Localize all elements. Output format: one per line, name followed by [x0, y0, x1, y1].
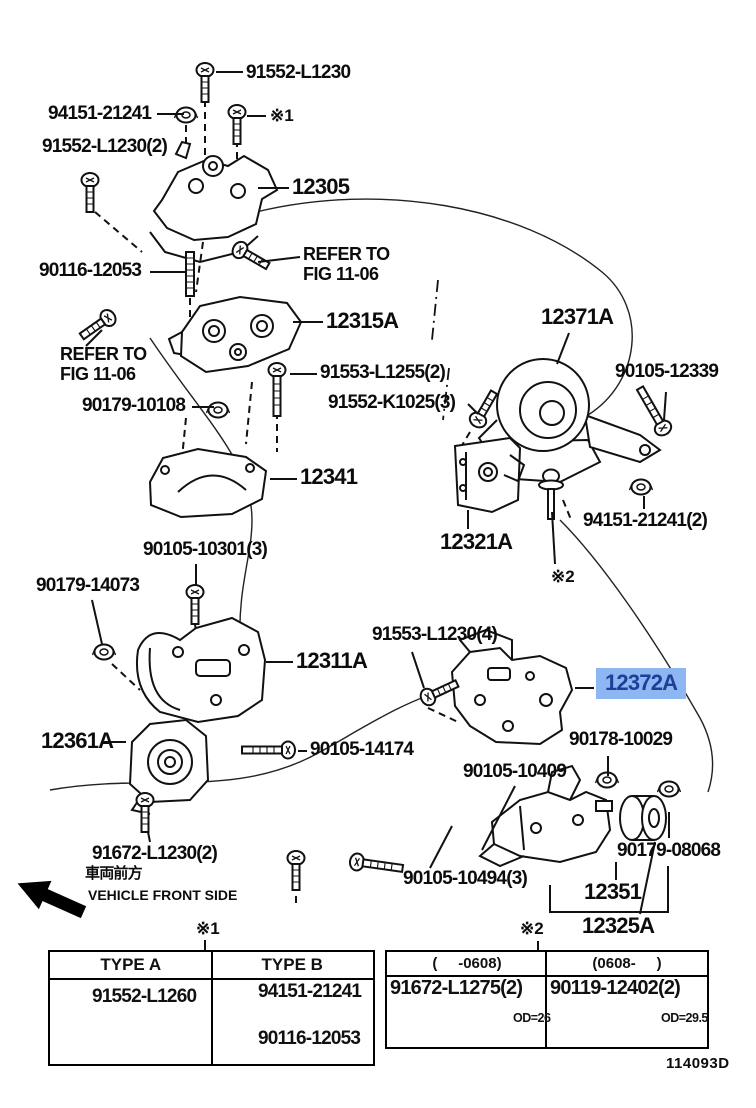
part-label-91553-L1230-4: 91553-L1230(4) — [372, 624, 498, 645]
footnote-table-1: TYPE A TYPE B — [48, 950, 375, 1066]
table1-header-type-b: TYPE B — [261, 955, 323, 974]
part-label-90105-10301-3: 90105-10301(3) — [143, 539, 268, 560]
table2-column-divider — [545, 952, 547, 1047]
refer-line2: FIG 11-06 — [60, 364, 136, 385]
part-label-94151-21241: 94151-21241 — [48, 103, 152, 124]
part-label-12321A: 12321A — [440, 529, 513, 554]
part-label-12305: 12305 — [292, 174, 350, 199]
part-drawing-12341 — [148, 447, 268, 519]
table2-header-after-0608: (0608- ) — [592, 955, 662, 972]
part-drawing-12361A — [128, 718, 210, 815]
part-label-12341: 12341 — [300, 464, 358, 489]
footnote-ref-1: ※1 — [270, 106, 294, 125]
table1-part-94151-21241: 94151-21241 — [258, 981, 362, 1002]
part-label-90179-14073: 90179-14073 — [36, 575, 140, 596]
part-label-91553-L1255-2: 91553-L1255(2) — [320, 362, 446, 383]
footnote-ref-2: ※2 — [551, 567, 575, 586]
part-label-91552-L1230: 91552-L1230 — [246, 62, 351, 83]
part-label-12311A: 12311A — [296, 648, 368, 673]
part-drawing-12311A — [136, 616, 267, 724]
table2-header-before-0608: ( -0608) — [432, 955, 502, 972]
refer-line1: REFER TO — [303, 244, 390, 264]
part-drawing-12321A — [453, 436, 526, 514]
part-label-90105-12339: 90105-12339 — [615, 361, 719, 382]
refer-line1: REFER TO — [60, 344, 147, 364]
table2-part-90119-12402-2: 90119-12402(2) — [550, 977, 681, 999]
front-side-label-jp: 車両前方 — [85, 865, 143, 882]
part-label-12351: 12351 — [584, 879, 642, 904]
part-label-94151-21241-2: 94151-21241(2) — [583, 510, 708, 531]
part-label-91552-L1230-2: 91552-L1230(2) — [42, 136, 168, 157]
part-label-12371A: 12371A — [541, 304, 614, 329]
part-label-12361A: 12361A — [41, 728, 114, 753]
part-drawing-12351 — [478, 764, 613, 868]
table1-column-divider — [211, 952, 213, 1064]
table1-footnote-ref: ※1 — [196, 919, 220, 938]
part-label-91672-L1230-2: 91672-L1230(2) — [92, 843, 218, 864]
table2-od-26: OD=26 — [513, 1011, 551, 1025]
table2-part-91672-L1275-2: 91672-L1275(2) — [390, 977, 523, 999]
table1-header-type-a: TYPE A — [100, 955, 162, 974]
part-label-12325A: 12325A — [582, 913, 655, 938]
front-direction-arrow — [17, 880, 87, 919]
part-label-90179-08068: 90179-08068 — [617, 840, 721, 861]
table2-od-29-5: OD=29.5 — [661, 1011, 708, 1025]
footnote-table-2: ( -0608) (0608- ) — [385, 950, 709, 1049]
part-label-91552-K1025-3: 91552-K1025(3) — [328, 392, 456, 413]
part-label-12372A-highlighted[interactable]: 12372A — [596, 668, 687, 699]
part-label-90178-10029: 90178-10029 — [569, 729, 673, 750]
part-label-90105-14174: 90105-14174 — [310, 739, 414, 760]
refer-note-left: REFER TO FIG 11-06 — [60, 344, 147, 384]
dash-dot-lines — [431, 279, 450, 421]
refer-note-top: REFER TO FIG 11-06 — [303, 244, 390, 284]
part-drawing-12305 — [149, 140, 279, 264]
part-drawing-12325A — [619, 795, 667, 841]
refer-line2: FIG 11-06 — [303, 264, 379, 285]
table2-footnote-ref: ※2 — [520, 919, 544, 938]
part-label-90105-10409: 90105-10409 — [463, 761, 567, 782]
table1-part-90116-12053: 90116-12053 — [258, 1028, 361, 1049]
leader-lines — [85, 71, 670, 950]
part-label-90116-12053: 90116-12053 — [39, 260, 142, 281]
part-label-12315A: 12315A — [326, 308, 399, 333]
part-label-90105-10494-3: 90105-10494(3) — [403, 868, 528, 889]
page-code: 114093D — [666, 1055, 730, 1072]
part-label-90179-10108: 90179-10108 — [82, 395, 186, 416]
front-side-label-en: VEHICLE FRONT SIDE — [88, 887, 238, 903]
table1-part-91552-L1260: 91552-L1260 — [92, 986, 197, 1007]
part-drawing-12315A — [167, 295, 303, 374]
part-drawing-12372A — [450, 628, 574, 746]
